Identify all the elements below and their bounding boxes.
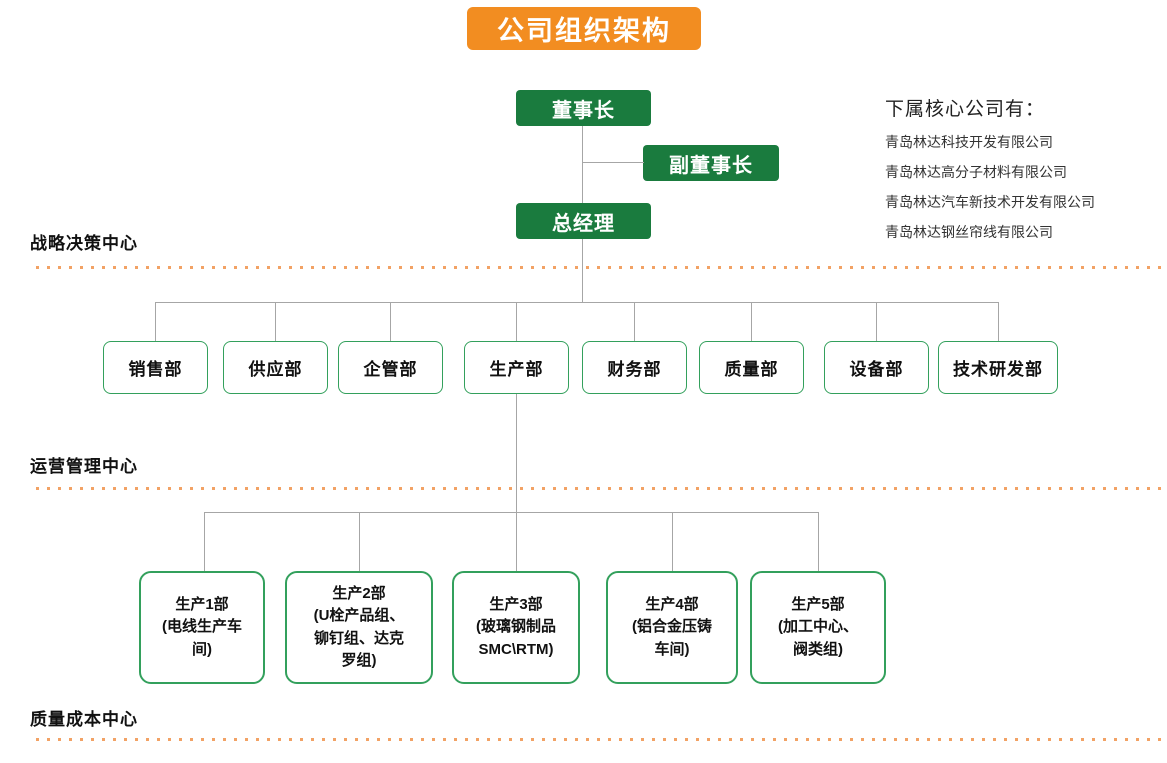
section-divider: [36, 266, 1167, 269]
department-box-equipment: 设备部: [824, 341, 929, 394]
connector-line: [876, 302, 877, 341]
connector-line: [204, 512, 205, 571]
subsidiary-item: 青岛林达钢丝帘线有限公司: [885, 224, 1053, 240]
vice-chairman-box: 副董事长: [643, 145, 779, 181]
connector-line: [582, 126, 583, 203]
department-box-finance: 财务部: [582, 341, 687, 394]
connector-line: [390, 302, 391, 341]
chairman-box: 董事长: [516, 90, 651, 126]
connector-line: [582, 239, 583, 302]
section-label-operations: 运营管理中心: [30, 457, 138, 476]
production-unit-box-5: 生产5部 (加工中心、 阀类组): [750, 571, 886, 684]
connector-line: [634, 302, 635, 341]
department-box-sales: 销售部: [103, 341, 208, 394]
connector-line: [751, 302, 752, 341]
connector-line: [516, 394, 517, 571]
connector-line: [155, 302, 156, 341]
connector-line: [359, 512, 360, 571]
general-manager-box: 总经理: [516, 203, 651, 239]
department-box-enterprise-mgmt: 企管部: [338, 341, 443, 394]
org-chart-title: 公司组织架构: [467, 7, 701, 50]
subsidiary-item: 青岛林达汽车新技术开发有限公司: [885, 194, 1095, 210]
section-divider: [36, 738, 1167, 741]
connector-line: [583, 162, 644, 163]
connector-line: [155, 302, 998, 303]
section-divider: [36, 487, 1167, 490]
section-label-quality: 质量成本中心: [30, 710, 138, 729]
connector-line: [998, 302, 999, 341]
department-box-rnd: 技术研发部: [938, 341, 1058, 394]
subsidiaries-list: 下属核心公司有： 青岛林达科技开发有限公司 青岛林达高分子材料有限公司 青岛林达…: [885, 94, 1095, 255]
production-unit-box-2: 生产2部 (U栓产品组、 铆钉组、达克 罗组): [285, 571, 433, 684]
connector-line: [516, 302, 517, 341]
production-unit-box-4: 生产4部 (铝合金压铸 车间): [606, 571, 738, 684]
department-box-production: 生产部: [464, 341, 569, 394]
subsidiary-item: 青岛林达科技开发有限公司: [885, 134, 1053, 150]
connector-line: [818, 512, 819, 571]
department-box-quality: 质量部: [699, 341, 804, 394]
subsidiaries-heading: 下属核心公司有：: [885, 99, 1046, 120]
department-box-supply: 供应部: [223, 341, 328, 394]
subsidiary-item: 青岛林达高分子材料有限公司: [885, 164, 1067, 180]
section-label-strategy: 战略决策中心: [30, 234, 138, 253]
connector-line: [672, 512, 673, 571]
production-unit-box-1: 生产1部 (电线生产车 间): [139, 571, 265, 684]
production-unit-box-3: 生产3部 (玻璃钢制品 SMC\RTM): [452, 571, 580, 684]
connector-line: [204, 512, 818, 513]
connector-line: [275, 302, 276, 341]
